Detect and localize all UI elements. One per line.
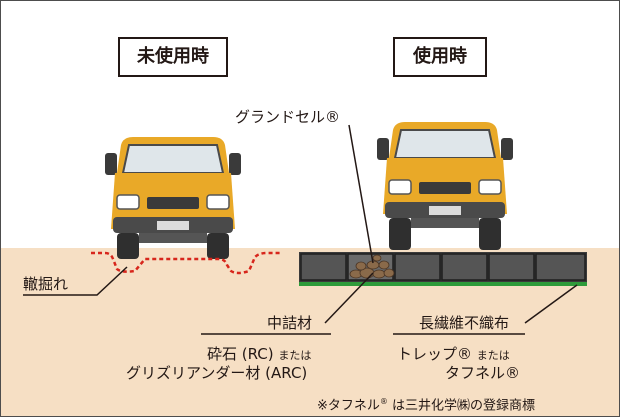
label-filler-material-line2: グリズリアンダー材 (ARC): [126, 364, 308, 382]
label-fabric-line1: トレップ® または: [397, 345, 510, 365]
footnote-text: は三井化学㈱の登録商標: [387, 398, 536, 414]
leader-rut: [23, 266, 128, 296]
label-rut: 轍掘れ: [23, 275, 69, 293]
label-fabric-line2: タフネル®: [445, 364, 521, 382]
filler-material-1: 砕石 (RC): [207, 345, 274, 363]
truck-used: [377, 122, 513, 250]
grand-cell: [299, 252, 587, 286]
truck-unused: [105, 137, 241, 259]
label-nonwoven: 長繊維不織布: [419, 314, 510, 332]
filler-stones: [349, 254, 395, 279]
title-used: 使用時: [393, 37, 487, 77]
footnote-prefix: ※タフネル: [317, 398, 380, 414]
title-unused: 未使用時: [118, 37, 228, 77]
rut-line: [91, 251, 281, 275]
label-grand-cell: グランドセル®: [235, 108, 341, 126]
fabric-1: トレップ®: [397, 345, 473, 363]
nonwoven-fabric: [299, 282, 587, 286]
label-filler: 中詰材: [267, 314, 313, 332]
fabric-or: または: [476, 349, 510, 362]
footnote: ※タフネル® は三井化学㈱の登録商標: [317, 393, 535, 415]
leader-grand-cell: [348, 124, 374, 264]
footnote-mark: ®: [379, 397, 388, 406]
filler-or: または: [278, 349, 312, 362]
label-filler-material-line1: 砕石 (RC) または: [207, 345, 311, 365]
leader-fabric: [524, 284, 578, 324]
leader-filler: [324, 272, 374, 324]
